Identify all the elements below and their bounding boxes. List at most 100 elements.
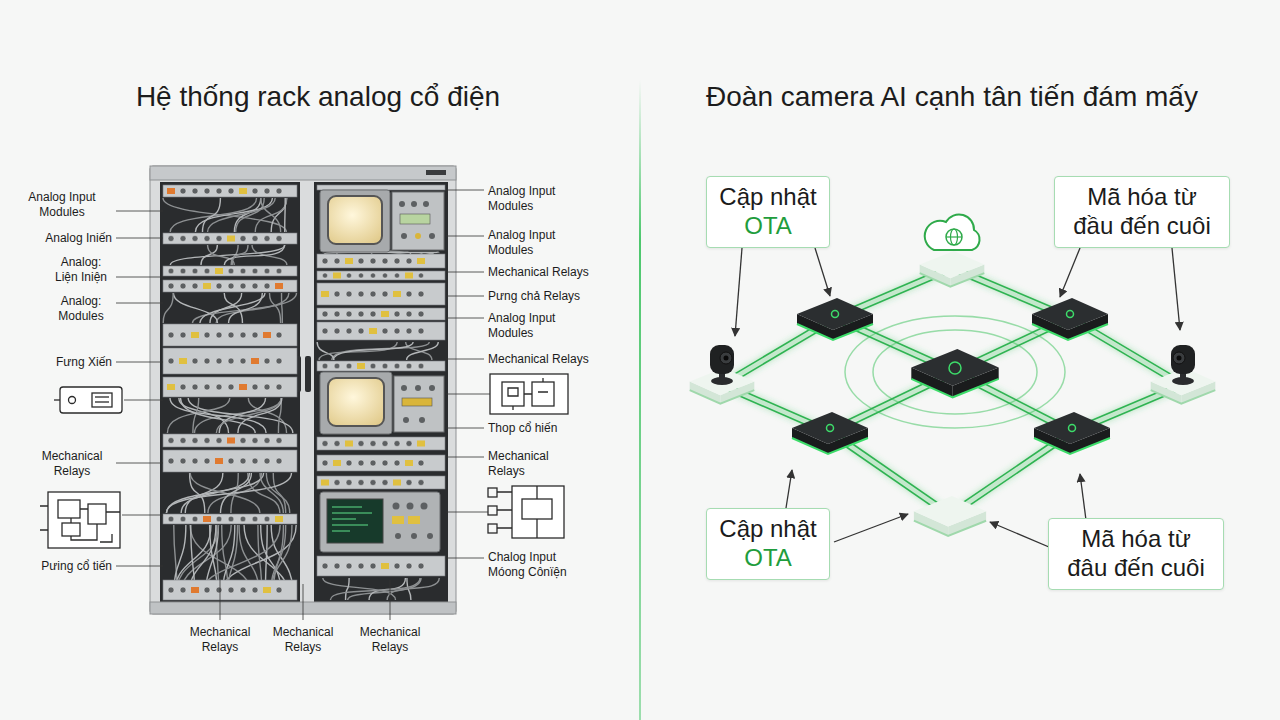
rack-knob [216, 358, 222, 364]
rack-knob [228, 516, 234, 522]
rack-cabinet [426, 170, 446, 175]
callout-box: Mã hóa từ đầu đến cuôi [1054, 176, 1230, 248]
rack-cable [170, 198, 256, 232]
part-label: Pưing cổ tiến [2, 559, 112, 574]
oscilloscope [408, 516, 420, 524]
oscilloscope [332, 507, 372, 531]
rack-knob [168, 283, 174, 289]
platform [690, 390, 755, 404]
rack-cable [163, 198, 286, 232]
component-symbol [490, 374, 568, 414]
cloud-icon [946, 236, 962, 237]
part-label: Analog: Liện Iniện [50, 255, 112, 285]
indicator-light [179, 358, 187, 364]
divider-line [639, 80, 641, 720]
oscilloscope [407, 503, 414, 510]
callout-box: Mã hóa từ đâu đến cuôi [1048, 518, 1224, 590]
rack-knob [216, 516, 222, 522]
rack-knob [418, 480, 424, 486]
rack-knob [264, 188, 270, 194]
rack-knob [358, 328, 364, 334]
rack-knob [322, 363, 328, 369]
rack-knob [406, 311, 412, 317]
rack-panel [163, 266, 297, 276]
rack-knob [346, 273, 351, 278]
indicator-light [227, 438, 235, 444]
callout-text: Mã hóa từ đầu đến cuôi [1067, 183, 1217, 241]
rack-knob [406, 258, 412, 264]
camera-icon [1180, 373, 1186, 381]
rack-knob [334, 363, 340, 369]
indicator-light [263, 587, 271, 593]
circuit-schematic [40, 492, 120, 548]
indicator-light [357, 363, 365, 369]
rack-cable [208, 245, 235, 265]
indicator-light [417, 258, 425, 264]
circuit-schematic [497, 492, 512, 528]
rack-knob [168, 438, 174, 444]
rack-knob [346, 291, 352, 297]
indicator-light [191, 332, 199, 338]
component-symbol [92, 393, 112, 407]
part-label: Analog Input Modules [488, 184, 588, 214]
rack-cable [166, 473, 291, 513]
rack-knob [358, 273, 363, 278]
rack-knob [204, 587, 210, 593]
component-symbol [69, 397, 76, 404]
camera-icon [1171, 345, 1195, 385]
rack-panel [163, 377, 297, 397]
rack-panel [163, 580, 297, 600]
component-symbol [60, 387, 122, 413]
rack-knob [204, 236, 210, 242]
rack-cable [269, 293, 280, 323]
rack-knob [334, 328, 340, 334]
part-label: Analog Iniến [2, 231, 112, 246]
rack-cable [216, 398, 281, 433]
rack-knob [264, 268, 270, 274]
platform [920, 251, 985, 278]
leader-line [446, 190, 490, 558]
indicator-light [321, 291, 329, 297]
rack-knob [228, 268, 234, 274]
rack-knob [382, 291, 388, 297]
indicator-light [275, 283, 283, 289]
part-label: Analog: Modules [50, 294, 112, 324]
rack-knob [228, 384, 234, 390]
rack-knob [264, 438, 270, 444]
rack-knob [180, 236, 186, 242]
rack-knob [418, 311, 424, 317]
rack-knob [252, 438, 258, 444]
component-symbol [532, 382, 554, 406]
part-label: Analog Input Modules [488, 311, 588, 341]
crt-monitor [419, 417, 425, 423]
camera-icon [710, 345, 734, 374]
rack-cable [273, 473, 285, 513]
rack-knob [334, 563, 340, 569]
callout-arrow [1172, 248, 1180, 330]
indicator-light [191, 587, 199, 593]
callout-box: Cập nhậtOTA [706, 508, 829, 580]
rack-knob [240, 236, 246, 242]
rack-knob [216, 384, 222, 390]
rack-module [163, 185, 445, 600]
rack-knob [252, 236, 258, 242]
edge-device [1069, 425, 1076, 432]
rack-panel [317, 437, 445, 450]
indicator-light [203, 516, 211, 522]
indicator-light [263, 332, 271, 338]
rack-knob [240, 283, 246, 289]
rack-knob [276, 458, 282, 464]
edge-device [792, 412, 868, 444]
leader-line [116, 211, 163, 566]
platform [914, 521, 986, 536]
rack-knob [216, 332, 222, 338]
rack-knob [418, 563, 424, 569]
circuit-schematic [40, 506, 120, 542]
rack-knob [276, 236, 282, 242]
rack-knob [240, 458, 246, 464]
indicator-light [215, 268, 223, 274]
indicator-light [369, 328, 377, 334]
rack-knob [370, 563, 376, 569]
cloud-icon [925, 214, 980, 250]
rack-knob [382, 480, 388, 486]
